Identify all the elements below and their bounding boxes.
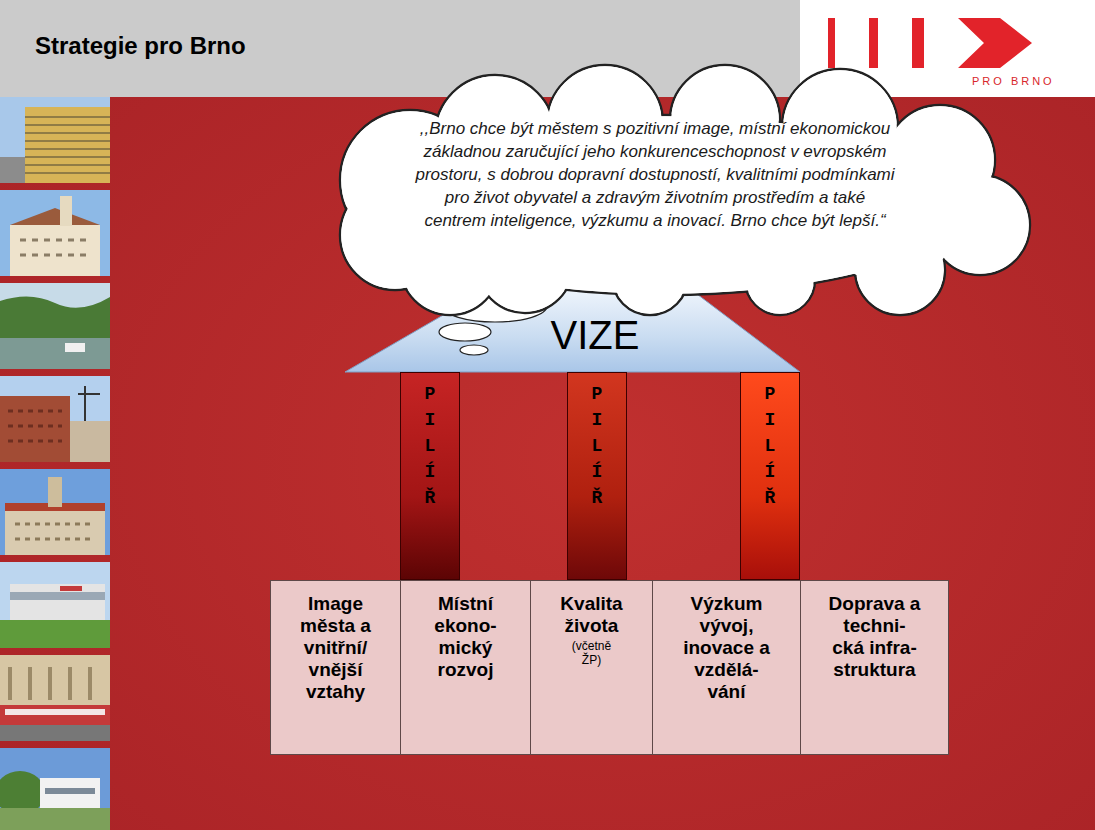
text-area: Doprava a techni- cká infra- struktura bbox=[801, 593, 948, 681]
photo bbox=[0, 655, 110, 741]
topic-label: Místní ekono- mický rozvoj bbox=[418, 593, 514, 681]
photo bbox=[0, 190, 110, 276]
topic-label: Kvalita života bbox=[544, 593, 640, 637]
pillar: PILÍŘ bbox=[740, 372, 800, 580]
logo-chevron bbox=[958, 18, 1032, 68]
logo-bar bbox=[869, 18, 878, 68]
photo bbox=[0, 376, 110, 462]
logo-bar bbox=[828, 18, 835, 68]
text-area: Místní ekono- mický rozvoj bbox=[401, 593, 530, 681]
cloud-lobe bbox=[365, 115, 965, 295]
photo bbox=[0, 283, 110, 369]
text-area: VIZE bbox=[485, 313, 705, 357]
pillar: PILÍŘ bbox=[400, 372, 460, 580]
logo-wordmark: PRO BRNO bbox=[972, 75, 1055, 87]
photo bbox=[0, 97, 110, 183]
pillar-label: PILÍŘ bbox=[761, 381, 779, 511]
text-area: ,,Brno chce být městem s pozitivní image… bbox=[415, 117, 895, 232]
vision-label: VIZE bbox=[485, 313, 705, 357]
vision-quote-cloud: ,,Brno chce být městem s pozitivní image… bbox=[300, 65, 1030, 315]
roof-trapezoid bbox=[345, 285, 800, 372]
slide-title: Strategie pro Brno bbox=[35, 32, 246, 59]
text-area: PILÍŘ bbox=[401, 381, 459, 511]
topic-label: Doprava a techni- cká infra- struktura bbox=[827, 593, 923, 681]
thought-bubble bbox=[460, 345, 488, 355]
pillar-label: PILÍŘ bbox=[421, 381, 439, 511]
logo-mark bbox=[828, 18, 1032, 68]
cloud-fill bbox=[366, 116, 964, 294]
text-area: Výzkum vývoj, inovace a vzdělá- vání bbox=[653, 593, 800, 703]
thought-bubble bbox=[443, 290, 547, 322]
topic-label: (včetně ŽP) bbox=[566, 639, 618, 667]
vision-quote: ,,Brno chce být městem s pozitivní image… bbox=[415, 117, 895, 232]
header-band bbox=[0, 0, 800, 97]
photo bbox=[0, 469, 110, 555]
topic-label: Image města a vnitřní/ vnější vztahy bbox=[288, 593, 384, 703]
text-area: Image města a vnitřní/ vnější vztahy bbox=[271, 593, 400, 703]
text-area: Kvalita života(včetně ŽP) bbox=[531, 593, 652, 667]
topic-box: Image města a vnitřní/ vnější vztahy bbox=[270, 580, 401, 755]
pillar: PILÍŘ bbox=[567, 372, 627, 580]
text-area: PILÍŘ bbox=[568, 381, 626, 511]
topic-box: Doprava a techni- cká infra- struktura bbox=[800, 580, 949, 755]
thought-bubble bbox=[439, 323, 491, 341]
topic-box: Kvalita života(včetně ŽP) bbox=[530, 580, 653, 755]
text-area: PILÍŘ bbox=[741, 381, 799, 511]
photo bbox=[0, 748, 110, 830]
topic-box: Výzkum vývoj, inovace a vzdělá- vání bbox=[652, 580, 801, 755]
photo bbox=[0, 562, 110, 648]
pillar-label: PILÍŘ bbox=[588, 381, 606, 511]
topic-label: Výzkum vývoj, inovace a vzdělá- vání bbox=[679, 593, 775, 703]
topic-box: Místní ekono- mický rozvoj bbox=[400, 580, 531, 755]
logo-bar bbox=[912, 18, 924, 68]
